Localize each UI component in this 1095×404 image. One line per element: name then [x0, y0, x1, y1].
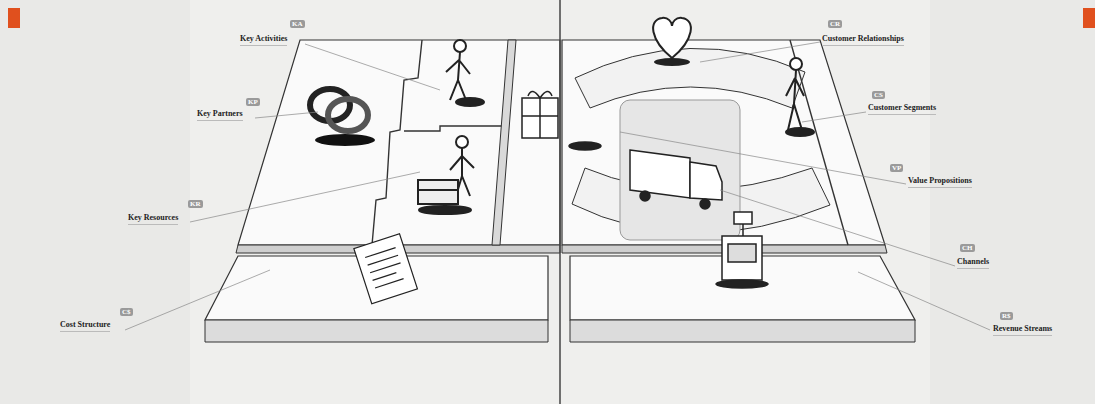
block-label: Key Resources [128, 213, 178, 225]
revenue-block-edge [570, 320, 915, 342]
relationship-band [575, 48, 805, 108]
block-label: Value Propositions [908, 176, 972, 188]
block-label: Cost Structure [60, 320, 110, 332]
board-top [562, 40, 885, 245]
page-tab [8, 8, 20, 28]
value-core [620, 100, 740, 240]
block-code: CH [960, 244, 975, 252]
block-code: CR [828, 20, 842, 28]
block-label: Channels [957, 257, 989, 269]
block-divider [404, 126, 505, 131]
block-code: KP [246, 98, 260, 106]
gift-icon [522, 91, 601, 150]
person-icon [446, 40, 484, 106]
block-gap [492, 40, 516, 245]
block-label: Customer Relationships [822, 34, 904, 46]
block-label: Key Partners [197, 109, 243, 121]
block-label: Customer Segments [868, 103, 936, 115]
board-top [238, 40, 560, 245]
cost-block-edge [205, 320, 548, 342]
truck-icon [630, 150, 722, 209]
shadow [315, 134, 375, 146]
block-label: Revenue Streams [993, 324, 1052, 336]
block-code: VP [890, 164, 903, 172]
person-icon [418, 136, 474, 214]
leader-line [125, 42, 990, 330]
block-label: Key Activities [240, 34, 287, 46]
heart-icon [653, 18, 691, 66]
ring-icon [328, 99, 368, 131]
block-code: C$ [120, 308, 133, 316]
block-code: KR [188, 200, 203, 208]
page-tab [1083, 8, 1095, 28]
block-code: R$ [1000, 312, 1013, 320]
book-spine [559, 0, 561, 404]
document-icon [354, 234, 418, 304]
book-page [190, 0, 930, 404]
person-icon [786, 58, 814, 136]
block-divider [372, 40, 422, 245]
block-code: KA [290, 20, 305, 28]
register-icon [716, 212, 768, 288]
block-code: CS [872, 91, 885, 99]
block-divider [790, 40, 848, 245]
